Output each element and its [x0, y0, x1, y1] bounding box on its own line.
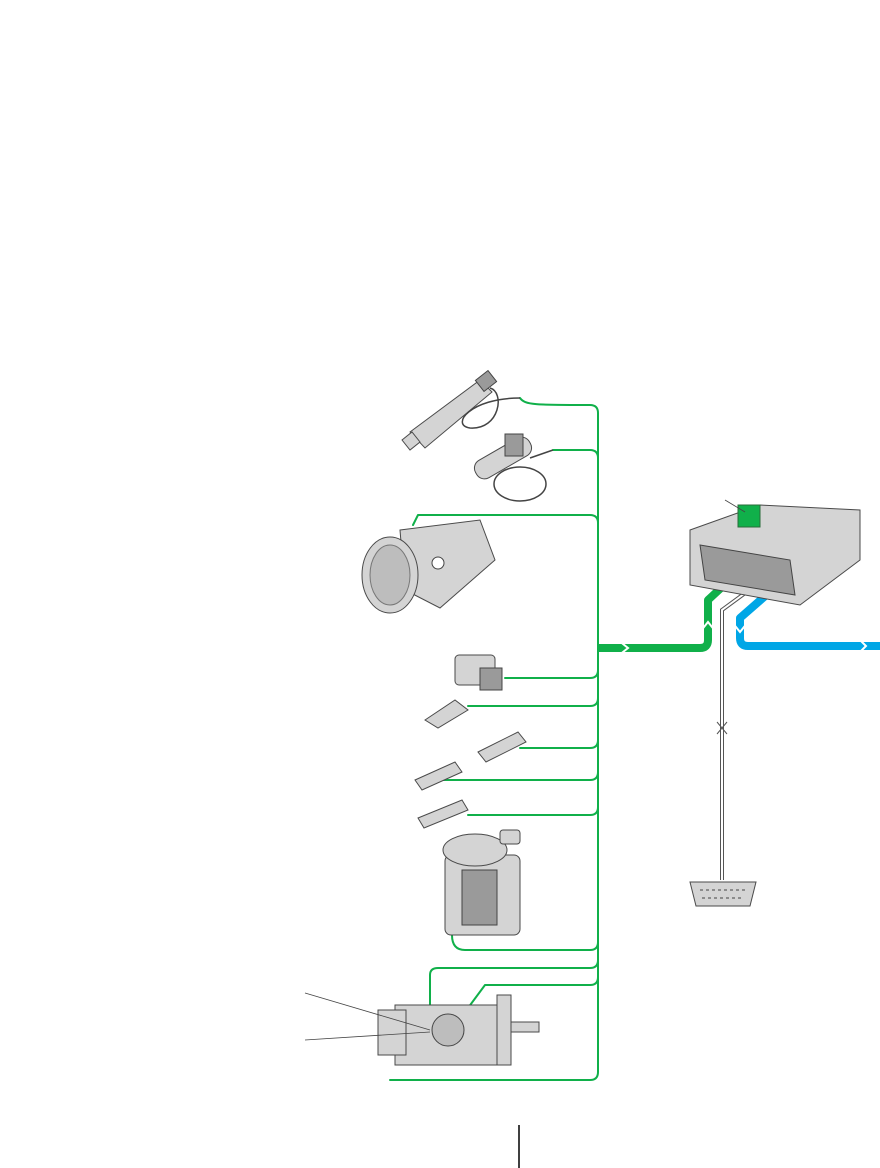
diagnostic-wire — [716, 586, 754, 880]
brake-pedal-switch-icon — [417, 799, 469, 829]
output-signal-arrow — [731, 586, 880, 655]
coolant-temperature-sensor-icon — [454, 654, 503, 691]
engine-speed-sensor-icon — [473, 433, 554, 502]
accelerator-pedal-position-sender-icon — [442, 829, 521, 936]
mass-air-flow-meter-icon — [361, 519, 496, 614]
input-signal-arrow — [598, 572, 738, 657]
diagnostic-connector-icon — [689, 881, 757, 907]
injector-with-needle-lift-sender-icon — [401, 369, 521, 451]
engine-control-module-icon — [689, 499, 861, 606]
input-signal-wiring — [389, 397, 599, 1081]
clutch-pedal-switch-icon — [477, 731, 527, 763]
injection-pump-icon — [304, 992, 540, 1066]
brake-light-switch-icon — [414, 761, 463, 791]
temperature-sensor-icon — [424, 699, 469, 729]
